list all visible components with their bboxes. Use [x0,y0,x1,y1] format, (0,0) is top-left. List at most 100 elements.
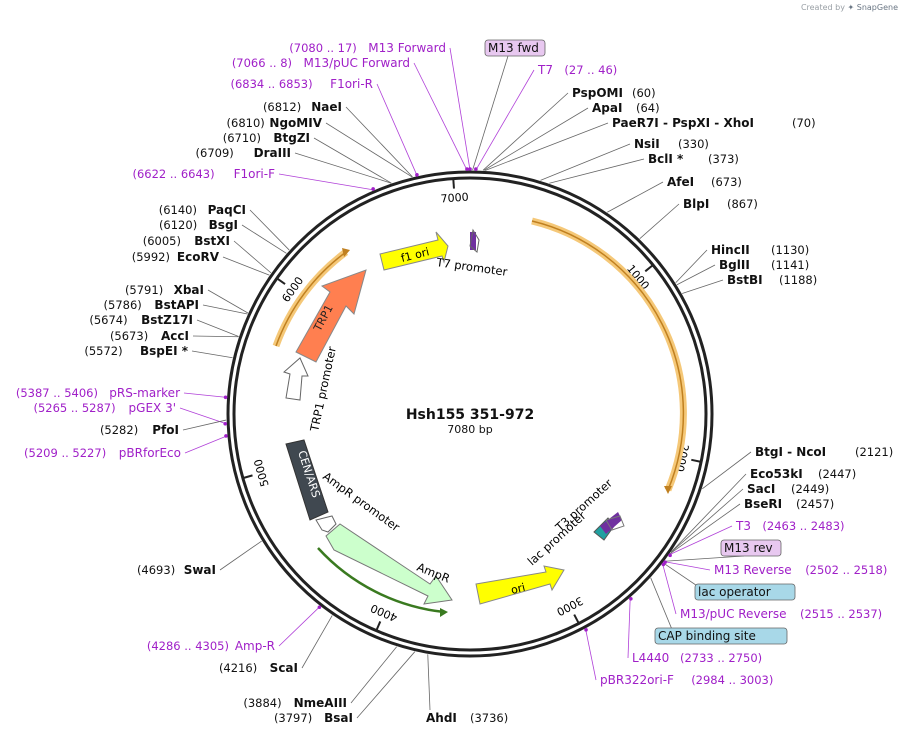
leader-scai [301,615,333,669]
leader-nmeaiii [350,646,397,704]
site-label-blpi[interactable]: BlpI(867) [683,197,758,211]
leader-bstxi [233,240,272,274]
plasmid-name: Hsh155 351-972 [406,407,534,423]
site-position: (2449) [791,482,829,496]
f1-ori-feature[interactable] [379,231,449,271]
site-label-ngomiv[interactable]: NgoMIV(6810) [227,116,323,130]
t7-promoter-arrow[interactable] [469,228,480,253]
label-box-m13-rev [720,539,782,557]
site-position: (5387 .. 5406) [16,386,98,400]
site-name: NmeAIII [294,696,347,710]
site-label-prs-marker[interactable]: pRS-marker(5387 .. 5406) [16,386,180,400]
site-label-pbrforeco[interactable]: pBRforEco(5209 .. 5227) [24,446,181,460]
leader-bseri [669,503,741,555]
site-name: PspOMI [572,86,623,100]
leader-hincii [675,249,708,284]
leader-box-0 [472,55,509,171]
site-label-bstapi[interactable]: BstAPI(5786) [104,298,199,312]
site-label-cap-binding-site[interactable]: CAP binding site [654,627,788,645]
mark-l4440 [629,597,633,601]
site-label-bcli[interactable]: BclI *(373) [648,152,739,166]
ampr-promoter-feature[interactable] [315,515,337,533]
site-label-afei[interactable]: AfeI(673) [667,175,742,189]
site-label-bseri[interactable]: BseRI(2457) [744,497,834,511]
site-name: SwaI [184,563,216,577]
leader-bspei [191,350,233,359]
site-label-ahdi[interactable]: AhdI(3736) [426,711,508,725]
site-label-bstz17i[interactable]: BstZ17I(5674) [89,313,193,327]
site-label-scai[interactable]: ScaI(4216) [219,661,298,675]
tick-mark-7000 [452,178,455,189]
cen-ars-feature[interactable] [285,439,329,521]
site-name: Amp-R [235,639,275,653]
site-label-nmeaiii[interactable]: NmeAIII(3884) [243,696,347,710]
site-label-xbai[interactable]: XbaI(5791) [125,283,204,297]
site-label-l4440[interactable]: L4440(2733 .. 2750) [632,651,762,665]
site-label-bstxi[interactable]: BstXI(6005) [143,234,230,248]
site-label-m13-rev[interactable]: M13 rev [720,539,782,557]
orange-arc-right-head [664,486,672,494]
site-position: (373) [708,152,739,166]
site-position: (1188) [779,273,817,287]
leader-apai [483,107,589,171]
site-name: NsiI [634,137,660,151]
site-label-ecorv[interactable]: EcoRV(5992) [132,250,220,264]
site-label-t3[interactable]: T3(2463 .. 2483) [735,519,845,533]
site-label-bspei[interactable]: BspEI *(5572) [84,344,188,358]
site-label-lac-operator[interactable]: lac operator [694,583,796,601]
tick-label-4000: 4000 [369,601,400,624]
leader-t3 [669,525,733,556]
site-label-f1ori-r[interactable]: F1ori-R(6834 .. 6853) [230,77,373,91]
mark-pbrforeco [224,434,228,438]
site-label-bsai[interactable]: BsaI(3797) [274,711,353,725]
trp1-promoter-feature[interactable] [283,357,309,401]
site-label-eco53ki[interactable]: Eco53kI(2447) [750,467,856,481]
site-label-pspomi[interactable]: PspOMI(60) [572,86,656,100]
site-label-m13-puc-reverse[interactable]: M13/pUC Reverse(2515 .. 2537) [680,607,882,621]
trp1-feature[interactable] [295,269,367,363]
snapgene-logo-icon: ✦ [847,3,855,12]
site-label-amp-r[interactable]: Amp-R(4286 .. 4305) [147,639,275,653]
site-name: AccI [161,329,189,343]
site-label-bglii[interactable]: BglII(1141) [719,258,809,272]
ori-feature[interactable] [475,565,565,605]
leader-bstbi [682,279,724,294]
site-name: XbaI [174,283,204,297]
site-label-bstbi[interactable]: BstBI(1188) [727,273,817,287]
leader-ahdi [427,654,431,711]
site-label-saci[interactable]: SacI(2449) [747,482,829,496]
site-label-hincii[interactable]: HincII(1130) [711,243,809,257]
site-name: HincII [711,243,750,257]
site-label-m13-puc-forward[interactable]: M13/pUC Forward(7066 .. 8) [232,56,410,70]
site-label-bsgi[interactable]: BsgI(6120) [159,218,238,232]
site-label-m13-forward[interactable]: M13 Forward(7080 .. 17) [289,41,446,55]
leader-bstapi [202,304,248,315]
site-label-acci[interactable]: AccI(5673) [110,329,189,343]
site-label-draiii[interactable]: DraIII(6709) [196,146,291,160]
site-label-m13-fwd[interactable]: M13 fwd [484,39,546,57]
site-name: BglII [719,258,750,272]
site-label-nsii[interactable]: NsiI(330) [634,137,709,151]
site-label-paer7i-pspxi-xhoi[interactable]: PaeR7I - PspXI - XhoI(70) [612,116,816,130]
site-label-swai[interactable]: SwaI(4693) [137,563,216,577]
site-label-pfoi[interactable]: PfoI(5282) [100,423,179,437]
mark-m13-forward [468,167,472,171]
site-label-pbr322ori-f[interactable]: pBR322ori-F(2984 .. 3003) [600,673,773,687]
snapgene-credit: Created by ✦ SnapGene [801,3,898,12]
site-label-apai[interactable]: ApaI(64) [592,101,660,115]
site-name: BstXI [194,234,230,248]
leader-lines [179,47,752,719]
site-label-paqci[interactable]: PaqCI(6140) [159,203,246,217]
t3-promoter-arrow[interactable] [605,515,625,531]
site-label-f1ori-f[interactable]: F1ori-F(6622 .. 6643) [132,167,275,181]
site-label-btgi-ncoi[interactable]: BtgI - NcoI(2121) [755,445,893,459]
site-label-btgzi[interactable]: BtgZI(6710) [223,131,310,145]
site-label-naei[interactable]: NaeI(6812) [263,100,342,114]
site-label-t7[interactable]: T7(27 .. 46) [537,63,617,77]
ampr-feature[interactable] [325,523,453,605]
mark-pbr322ori-f [584,627,588,632]
site-name: T7 [537,63,553,77]
site-label-pgex-3[interactable]: pGEX 3'(5265 .. 5287) [33,401,176,415]
site-label-m13-reverse[interactable]: M13 Reverse(2502 .. 2518) [714,563,887,577]
